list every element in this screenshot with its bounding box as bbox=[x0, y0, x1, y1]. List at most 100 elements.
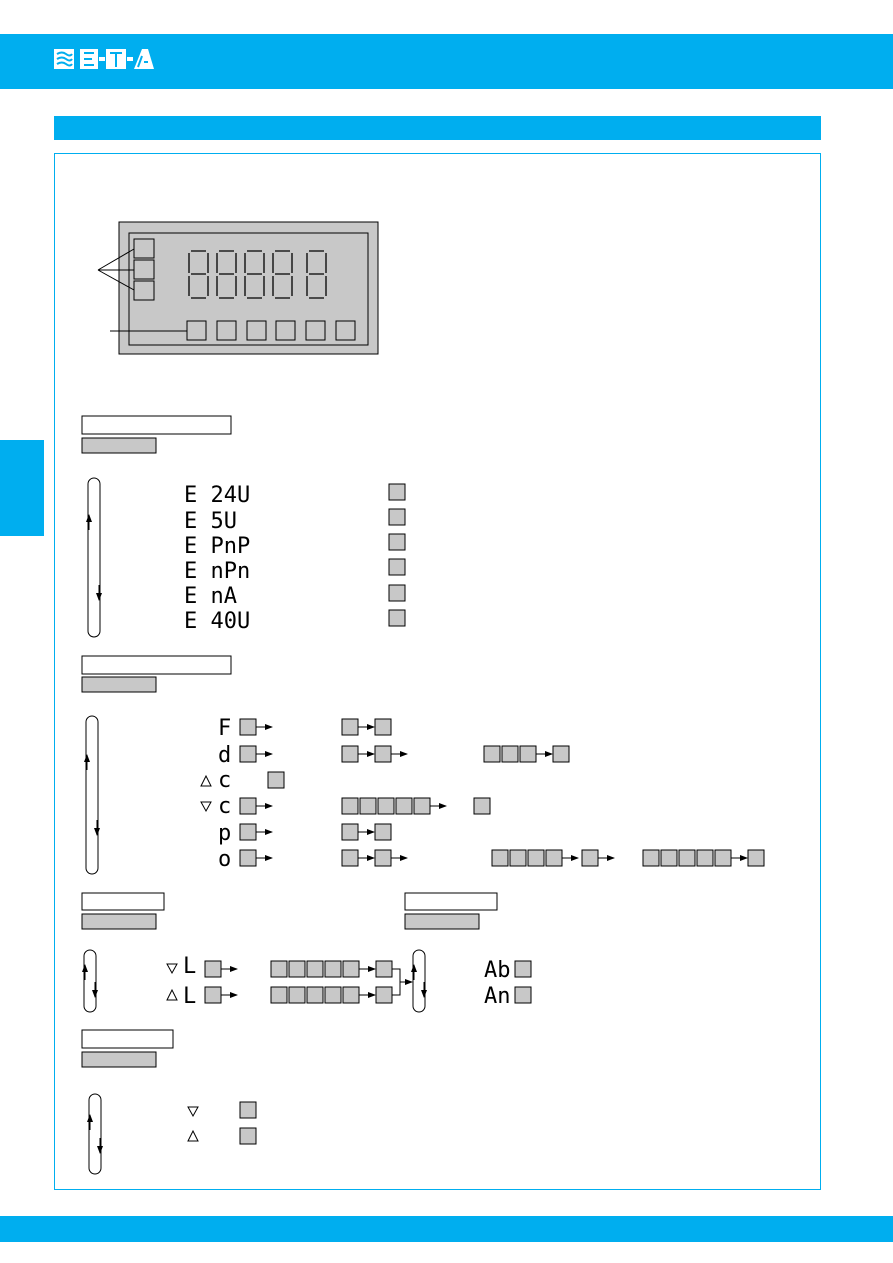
key[interactable] bbox=[341, 849, 359, 867]
option-key[interactable] bbox=[388, 584, 406, 602]
key[interactable] bbox=[395, 797, 413, 815]
key[interactable] bbox=[239, 823, 257, 841]
option-key[interactable] bbox=[514, 986, 532, 1004]
panel-button[interactable] bbox=[335, 320, 356, 341]
panel-button[interactable] bbox=[305, 320, 326, 341]
key[interactable] bbox=[342, 960, 360, 978]
param-symbol: o bbox=[218, 847, 231, 872]
mode-option: Ab bbox=[484, 958, 511, 983]
option-key[interactable] bbox=[388, 483, 406, 501]
down-key[interactable] bbox=[239, 1101, 257, 1119]
key[interactable] bbox=[374, 718, 392, 736]
key[interactable] bbox=[270, 986, 288, 1004]
key[interactable] bbox=[747, 849, 765, 867]
key[interactable] bbox=[473, 797, 491, 815]
key[interactable] bbox=[519, 745, 537, 763]
key[interactable] bbox=[306, 960, 324, 978]
limit-symbol: L bbox=[183, 984, 196, 1009]
key[interactable] bbox=[483, 745, 501, 763]
down-triangle-icon bbox=[200, 801, 212, 813]
option-key[interactable] bbox=[388, 508, 406, 526]
key[interactable] bbox=[374, 823, 392, 841]
key[interactable] bbox=[714, 849, 732, 867]
content-frame bbox=[54, 153, 821, 1190]
limit-key-chains bbox=[204, 960, 412, 1004]
device-panel bbox=[97, 221, 379, 355]
key[interactable] bbox=[377, 797, 395, 815]
key[interactable] bbox=[341, 797, 359, 815]
key[interactable] bbox=[374, 745, 392, 763]
panel-button[interactable] bbox=[216, 320, 237, 341]
key[interactable] bbox=[660, 849, 678, 867]
option-key[interactable] bbox=[388, 533, 406, 551]
key[interactable] bbox=[324, 986, 342, 1004]
section-sublabel-box bbox=[81, 437, 157, 454]
side-tab bbox=[0, 440, 44, 536]
led-indicator bbox=[133, 259, 155, 280]
section-title-bar bbox=[54, 116, 821, 140]
logo-icon bbox=[54, 49, 154, 69]
key[interactable] bbox=[239, 797, 257, 815]
key[interactable] bbox=[413, 797, 431, 815]
key[interactable] bbox=[288, 986, 306, 1004]
key[interactable] bbox=[642, 849, 660, 867]
key[interactable] bbox=[678, 849, 696, 867]
key[interactable] bbox=[696, 849, 714, 867]
seven-segment-display bbox=[188, 250, 327, 299]
option-key[interactable] bbox=[388, 609, 406, 627]
key[interactable] bbox=[359, 797, 377, 815]
key[interactable] bbox=[545, 849, 563, 867]
panel-button[interactable] bbox=[246, 320, 267, 341]
param-symbol: d bbox=[218, 743, 231, 768]
key[interactable] bbox=[501, 745, 519, 763]
panel-button[interactable] bbox=[186, 320, 207, 341]
section-label-box bbox=[81, 655, 232, 675]
key[interactable] bbox=[204, 986, 222, 1004]
mode-option: An bbox=[484, 984, 511, 1009]
key[interactable] bbox=[324, 960, 342, 978]
key[interactable] bbox=[342, 986, 360, 1004]
key[interactable] bbox=[375, 960, 393, 978]
key[interactable] bbox=[581, 849, 599, 867]
input-option: E 40U bbox=[184, 609, 250, 634]
key[interactable] bbox=[341, 745, 359, 763]
key[interactable] bbox=[341, 823, 359, 841]
key[interactable] bbox=[527, 849, 545, 867]
panel-button[interactable] bbox=[275, 320, 296, 341]
key[interactable] bbox=[509, 849, 527, 867]
key[interactable] bbox=[306, 986, 324, 1004]
logo bbox=[54, 46, 154, 77]
input-option: E 5U bbox=[184, 509, 237, 534]
key[interactable] bbox=[552, 745, 570, 763]
key[interactable] bbox=[239, 849, 257, 867]
key[interactable] bbox=[375, 986, 393, 1004]
param-symbol: p bbox=[218, 821, 231, 846]
up-key[interactable] bbox=[239, 1127, 257, 1145]
section-label-box bbox=[81, 1029, 174, 1049]
key[interactable] bbox=[374, 849, 392, 867]
key[interactable] bbox=[491, 849, 509, 867]
param-key-chains bbox=[239, 718, 765, 867]
option-key[interactable] bbox=[388, 558, 406, 576]
key[interactable] bbox=[288, 960, 306, 978]
up-triangle-icon bbox=[187, 1129, 199, 1142]
param-symbol: F bbox=[218, 716, 231, 741]
limit-symbol: L bbox=[183, 954, 196, 979]
up-triangle-icon bbox=[166, 988, 178, 1001]
key[interactable] bbox=[239, 745, 257, 763]
option-key[interactable] bbox=[514, 960, 532, 978]
key[interactable] bbox=[267, 771, 285, 789]
key[interactable] bbox=[239, 718, 257, 736]
cycle-arrow-icon bbox=[84, 715, 100, 875]
input-option: E 24U bbox=[184, 483, 250, 508]
cycle-arrow-icon bbox=[82, 949, 98, 1013]
key[interactable] bbox=[204, 960, 222, 978]
section-sublabel-box bbox=[404, 913, 480, 930]
led-indicator bbox=[133, 280, 155, 301]
input-option: E nA bbox=[184, 584, 237, 609]
key[interactable] bbox=[341, 718, 359, 736]
footer-bar bbox=[0, 1216, 893, 1242]
led-indicator bbox=[133, 238, 155, 259]
key[interactable] bbox=[270, 960, 288, 978]
